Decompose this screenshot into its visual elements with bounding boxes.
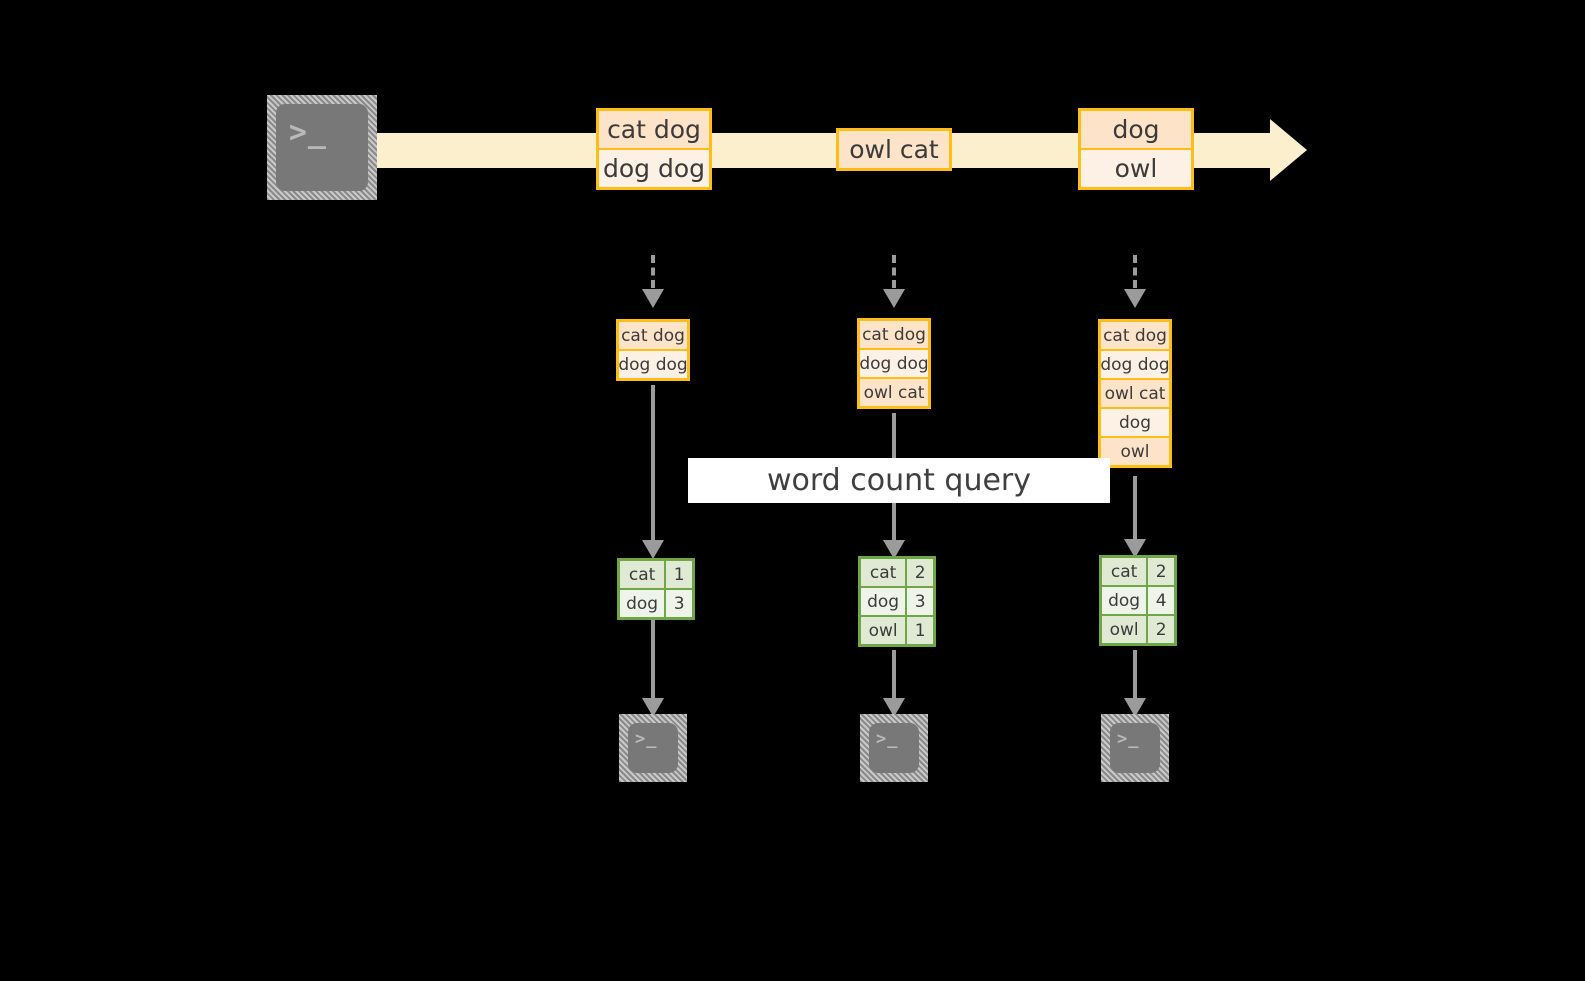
snapshot-row: dog dog (1100, 351, 1170, 378)
snapshot-row: cat dog (619, 322, 687, 349)
stream-message-line: dog (1081, 111, 1191, 148)
stream-message-group-1[interactable]: cat dog dog dog (596, 108, 712, 190)
table-row: cat 2 (1102, 558, 1174, 585)
result-to-sink-arrow-2 (883, 650, 905, 718)
stream-message-line: owl (1081, 150, 1191, 187)
snapshot-stack-2[interactable]: cat dog dog dog owl cat (857, 318, 931, 409)
result-word-cell: owl (1102, 616, 1147, 643)
terminal-body: >_ (1110, 723, 1160, 773)
result-count-cell: 4 (1148, 587, 1174, 614)
result-word-cell: dog (861, 588, 906, 615)
snapshot-stack-3[interactable]: cat dog dog dog owl cat dog owl (1098, 319, 1172, 468)
stream-to-snapshot-arrow-1 (642, 255, 664, 315)
sink-terminal-icon-3[interactable]: >_ (1101, 714, 1169, 782)
result-word-cell: dog (620, 590, 665, 617)
result-table-2[interactable]: cat 2 dog 3 owl 1 (858, 556, 936, 647)
terminal-body: >_ (869, 723, 919, 773)
stream-message-group-2[interactable]: owl cat (836, 128, 952, 171)
result-word-cell: cat (861, 559, 906, 586)
prompt-glyph: >_ (288, 114, 327, 150)
result-table-3[interactable]: cat 2 dog 4 owl 2 (1099, 555, 1177, 646)
result-count-cell: 2 (1148, 616, 1174, 643)
result-word-cell: dog (1102, 587, 1147, 614)
query-label: word count query (688, 458, 1110, 503)
result-word-cell: owl (861, 617, 906, 644)
prompt-glyph: >_ (876, 729, 899, 749)
result-count-cell: 1 (666, 561, 692, 588)
result-count-cell: 1 (907, 617, 933, 644)
table-row: owl 2 (1102, 616, 1174, 643)
snapshot-stack-1[interactable]: cat dog dog dog (616, 319, 690, 381)
result-count-cell: 2 (907, 559, 933, 586)
snapshot-row: dog dog (618, 351, 688, 378)
table-row: cat 1 (620, 561, 692, 588)
terminal-body: >_ (628, 723, 678, 773)
stream-band-segment-1 (368, 133, 598, 168)
result-table-1[interactable]: cat 1 dog 3 (617, 558, 695, 620)
snapshot-row: cat dog (860, 321, 928, 348)
result-to-sink-arrow-1 (642, 620, 664, 718)
stream-message-line: cat dog (599, 111, 709, 148)
sink-terminal-icon-1[interactable]: >_ (619, 714, 687, 782)
result-count-cell: 3 (666, 590, 692, 617)
table-row: owl 1 (861, 617, 933, 644)
snapshot-row: owl cat (860, 379, 928, 406)
sink-terminal-icon-2[interactable]: >_ (860, 714, 928, 782)
terminal-body: >_ (276, 104, 368, 191)
stream-band-segment-2 (710, 133, 836, 168)
stream-band-segment-3 (952, 133, 1078, 168)
stream-message-group-3[interactable]: dog owl (1078, 108, 1194, 190)
prompt-glyph: >_ (1117, 729, 1140, 749)
stream-to-snapshot-arrow-2 (883, 255, 905, 315)
result-to-sink-arrow-3 (1124, 650, 1146, 718)
result-count-cell: 2 (1148, 558, 1174, 585)
snapshot-row: dog dog (859, 350, 929, 377)
table-row: dog 4 (1102, 587, 1174, 614)
table-row: dog 3 (861, 588, 933, 615)
source-terminal-icon[interactable]: >_ (267, 95, 377, 200)
table-row: dog 3 (620, 590, 692, 617)
stream-band-segment-4 (1192, 133, 1272, 168)
snapshot-to-result-arrow-1 (642, 385, 664, 560)
stream-message-line: owl cat (839, 131, 949, 168)
result-word-cell: cat (1102, 558, 1147, 585)
result-count-cell: 3 (907, 588, 933, 615)
snapshot-to-result-arrow-3 (1124, 476, 1146, 559)
stream-arrow-head-icon (1270, 119, 1307, 181)
snapshot-row: cat dog (1101, 322, 1169, 349)
snapshot-row: dog (1101, 409, 1169, 436)
snapshot-row: owl (1101, 438, 1169, 465)
prompt-glyph: >_ (635, 729, 658, 749)
stream-message-line: dog dog (599, 150, 709, 187)
table-row: cat 2 (861, 559, 933, 586)
query-label-text: word count query (766, 463, 1032, 498)
stream-to-snapshot-arrow-3 (1124, 255, 1146, 315)
result-word-cell: cat (620, 561, 665, 588)
snapshot-row: owl cat (1101, 380, 1169, 407)
